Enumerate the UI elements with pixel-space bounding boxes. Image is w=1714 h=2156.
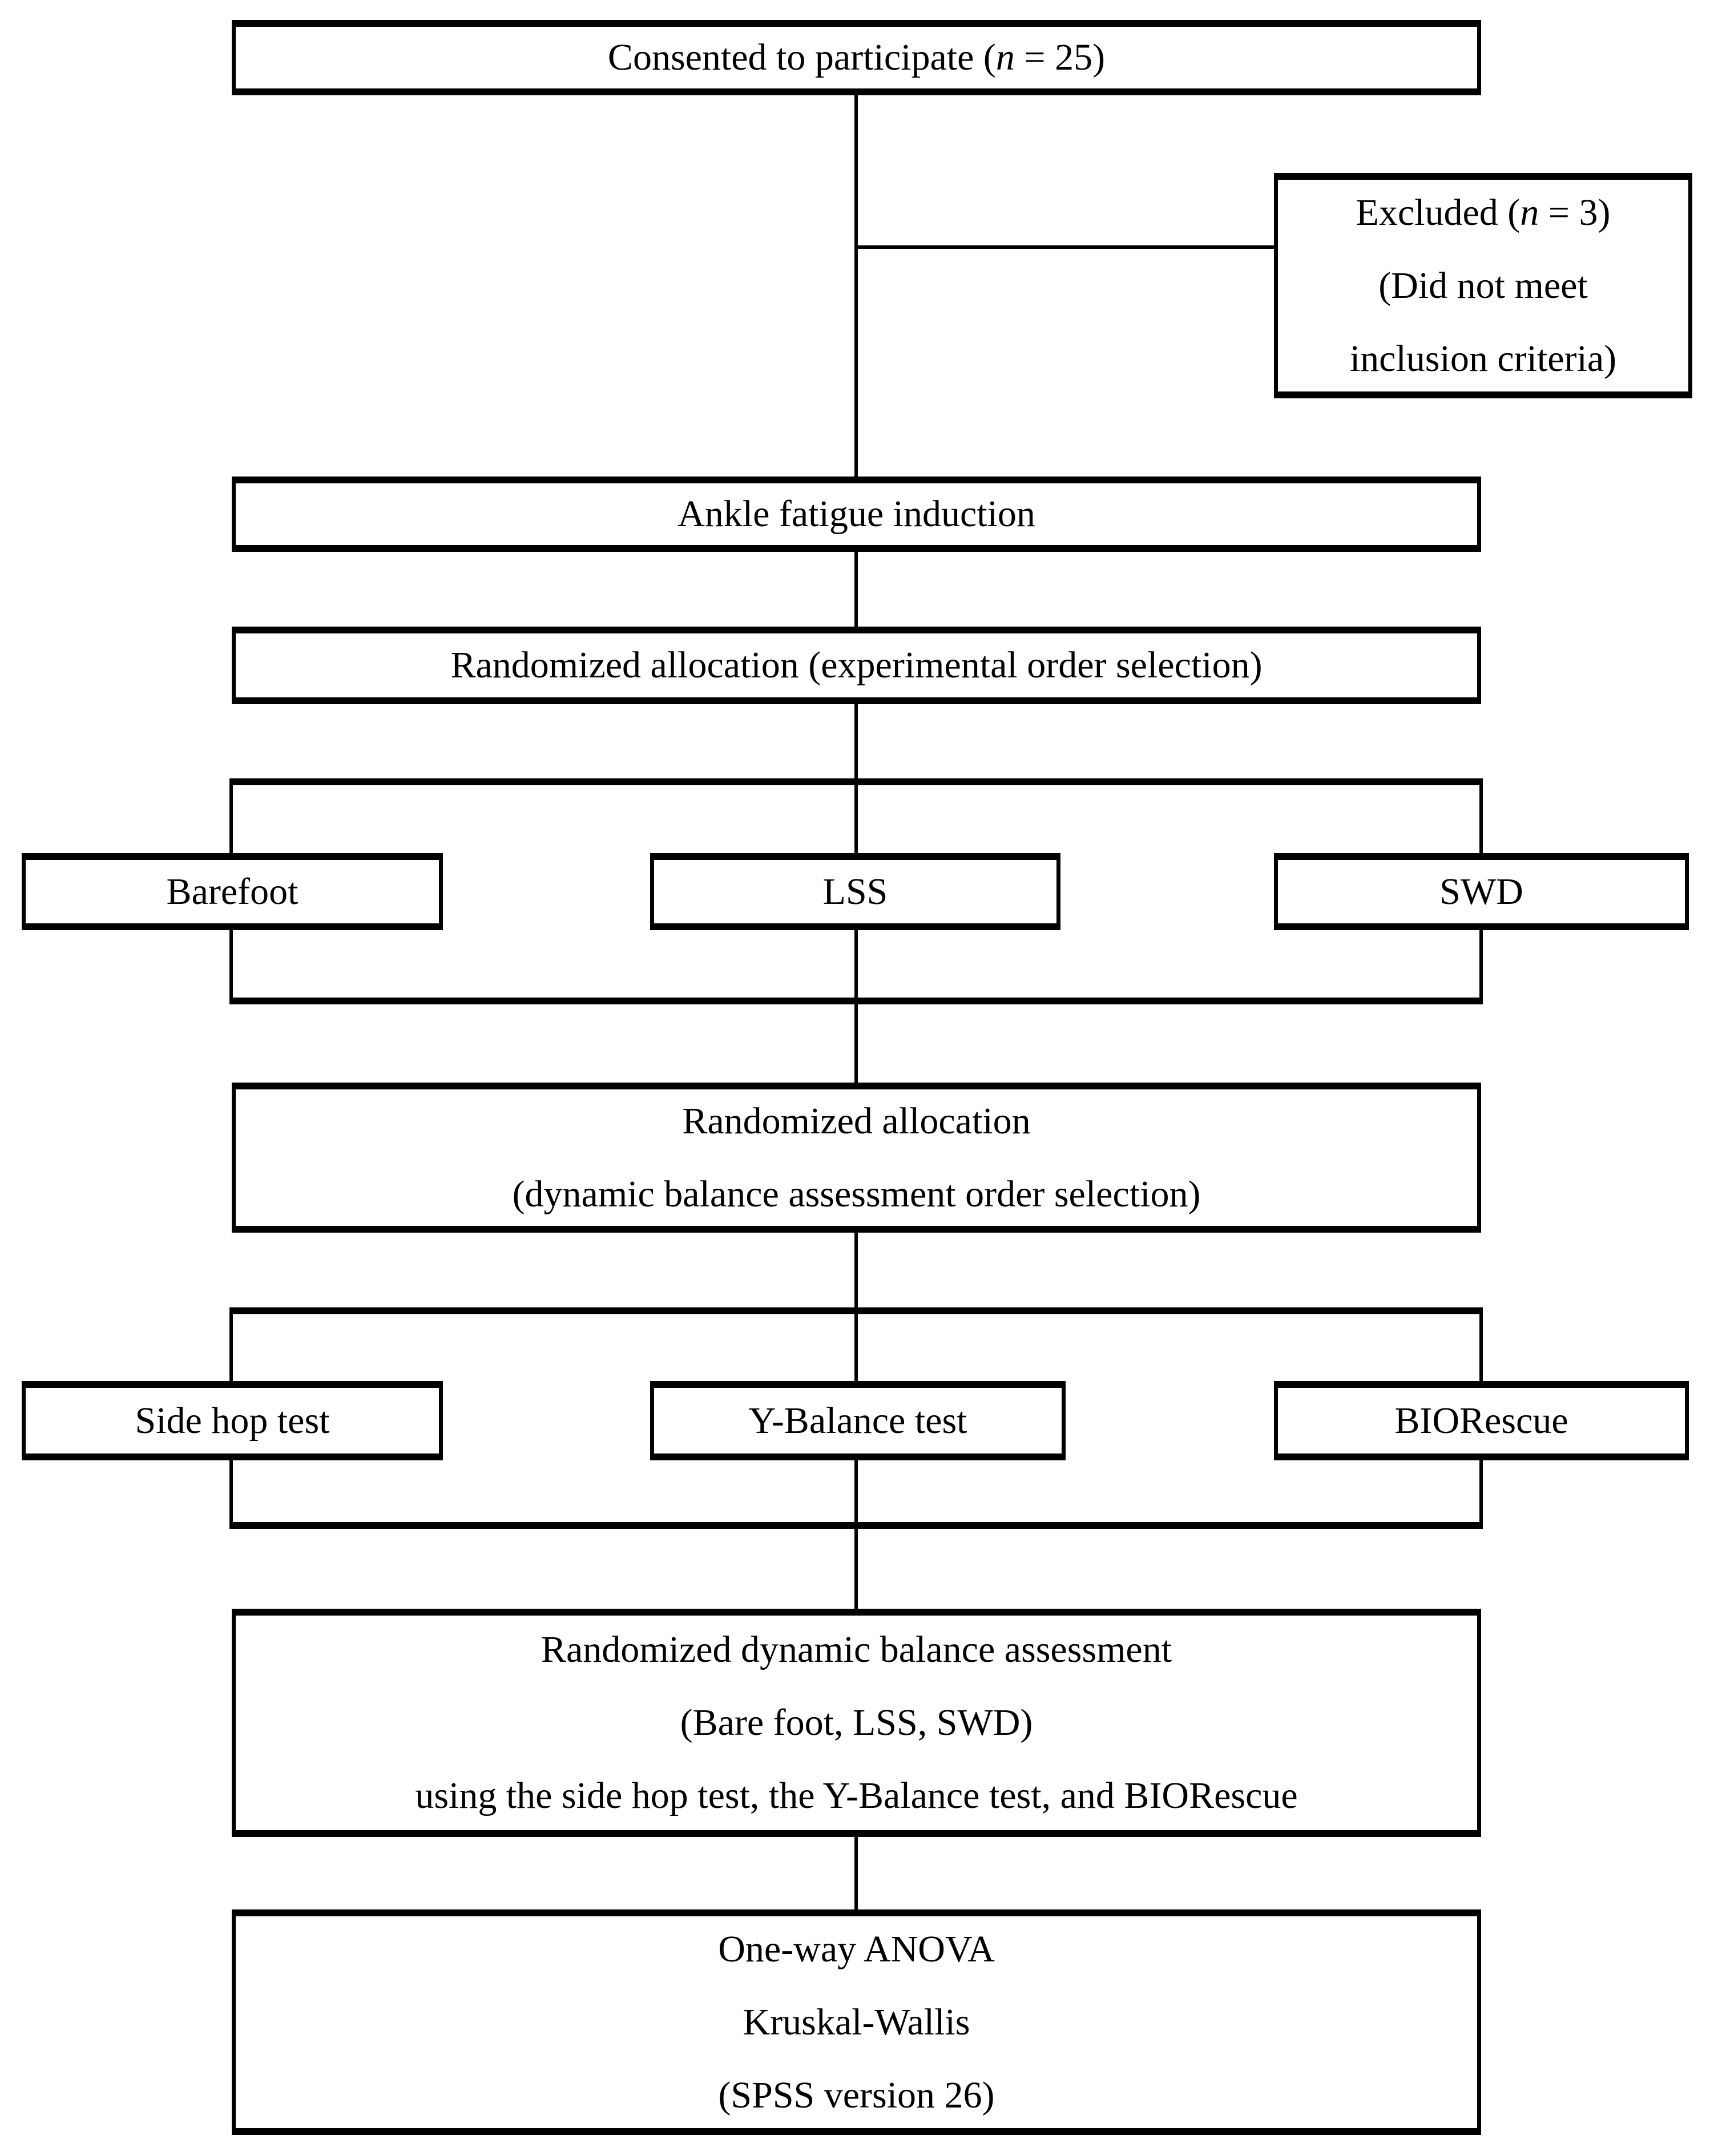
randomization1-text: Randomized allocation (experimental orde… bbox=[450, 644, 1263, 686]
merge2-riser-side-hop bbox=[229, 1460, 233, 1522]
split1-drop-barefoot bbox=[229, 785, 233, 853]
test-side-hop-text: Side hop test bbox=[135, 1399, 330, 1442]
consented-text-pre: Consented to participate ( bbox=[607, 37, 996, 78]
statistics-line-3: (SPSS version 26) bbox=[718, 2074, 995, 2116]
connector-randomization1-to-split1 bbox=[854, 704, 858, 778]
merge1-riser-barefoot bbox=[229, 930, 233, 998]
split2-top-rail bbox=[229, 1307, 1483, 1314]
connector-excluded-branch bbox=[856, 245, 1274, 249]
condition-swd-text: SWD bbox=[1439, 870, 1523, 913]
merge1-riser-swd bbox=[1479, 930, 1483, 998]
connector-randomization2-to-split2 bbox=[854, 1233, 858, 1307]
node-assessment-box: Randomized dynamic balance assessment (B… bbox=[232, 1609, 1481, 1837]
node-ankle-fatigue-box: Ankle fatigue induction bbox=[232, 477, 1481, 552]
merge2-riser-biorescue bbox=[1479, 1460, 1483, 1522]
node-consented-box: Consented to participate (n = 25) bbox=[232, 20, 1481, 95]
condition-barefoot-text: Barefoot bbox=[166, 870, 299, 913]
split1-top-rail bbox=[229, 778, 1483, 785]
node-condition-lss-box: LSS bbox=[650, 853, 1060, 930]
ankle-fatigue-text: Ankle fatigue induction bbox=[677, 493, 1035, 535]
node-condition-swd-box: SWD bbox=[1274, 853, 1689, 930]
node-test-side-hop-box: Side hop test bbox=[22, 1381, 443, 1460]
merge2-riser-y-balance bbox=[854, 1460, 858, 1522]
node-consented-text: Consented to participate (n = 25) bbox=[608, 21, 1105, 94]
randomization2-line-1: Randomized allocation bbox=[682, 1100, 1031, 1142]
excluded-n-italic: n bbox=[1520, 191, 1539, 233]
node-randomization2-box: Randomized allocation (dynamic balance a… bbox=[232, 1083, 1481, 1233]
randomization2-line-2: (dynamic balance assessment order select… bbox=[512, 1173, 1201, 1215]
node-condition-barefoot-box: Barefoot bbox=[22, 853, 443, 930]
excluded-line-1: Excluded (n = 3) bbox=[1356, 176, 1611, 249]
condition-lss-text: LSS bbox=[822, 870, 888, 913]
node-statistics-box: One-way ANOVA Kruskal-Wallis (SPSS versi… bbox=[232, 1909, 1481, 2135]
split2-drop-side-hop bbox=[229, 1314, 233, 1381]
connector-ankle-to-randomization1 bbox=[854, 552, 858, 627]
connector-assessment-to-statistics bbox=[854, 1837, 858, 1909]
node-excluded-box: Excluded (n = 3) (Did not meet inclusion… bbox=[1274, 173, 1692, 398]
excluded-text-pre: Excluded ( bbox=[1356, 191, 1521, 233]
split2-drop-y-balance bbox=[854, 1314, 858, 1381]
connector-consent-to-ankle bbox=[854, 95, 858, 477]
statistics-line-1: One-way ANOVA bbox=[718, 1928, 995, 1970]
split1-drop-swd bbox=[1479, 785, 1483, 853]
excluded-line-2: (Did not meet bbox=[1378, 264, 1588, 306]
node-randomization1-box: Randomized allocation (experimental orde… bbox=[232, 627, 1481, 704]
split2-drop-biorescue bbox=[1479, 1314, 1483, 1381]
merge2-bottom-rail bbox=[229, 1522, 1483, 1529]
node-test-y-balance-box: Y-Balance test bbox=[650, 1381, 1066, 1460]
connector-merge1-to-randomization2 bbox=[854, 1004, 858, 1083]
assessment-line-1: Randomized dynamic balance assessment bbox=[541, 1629, 1172, 1670]
assessment-line-2: (Bare foot, LSS, SWD) bbox=[680, 1702, 1033, 1743]
connector-merge2-to-assessment bbox=[854, 1529, 858, 1609]
consented-text-post: = 25) bbox=[1014, 37, 1106, 78]
test-biorescue-text: BIORescue bbox=[1394, 1399, 1568, 1442]
excluded-text-post: = 3) bbox=[1539, 191, 1611, 233]
statistics-line-2: Kruskal-Wallis bbox=[743, 2001, 970, 2043]
merge1-riser-lss bbox=[854, 930, 858, 998]
merge1-bottom-rail bbox=[229, 998, 1483, 1004]
test-y-balance-text: Y-Balance test bbox=[748, 1399, 967, 1442]
node-test-biorescue-box: BIORescue bbox=[1274, 1381, 1689, 1460]
excluded-line-3: inclusion criteria) bbox=[1349, 337, 1617, 379]
assessment-line-3: using the side hop test, the Y-Balance t… bbox=[415, 1775, 1298, 1816]
split1-drop-lss bbox=[854, 785, 858, 853]
consented-n-italic: n bbox=[995, 37, 1015, 78]
